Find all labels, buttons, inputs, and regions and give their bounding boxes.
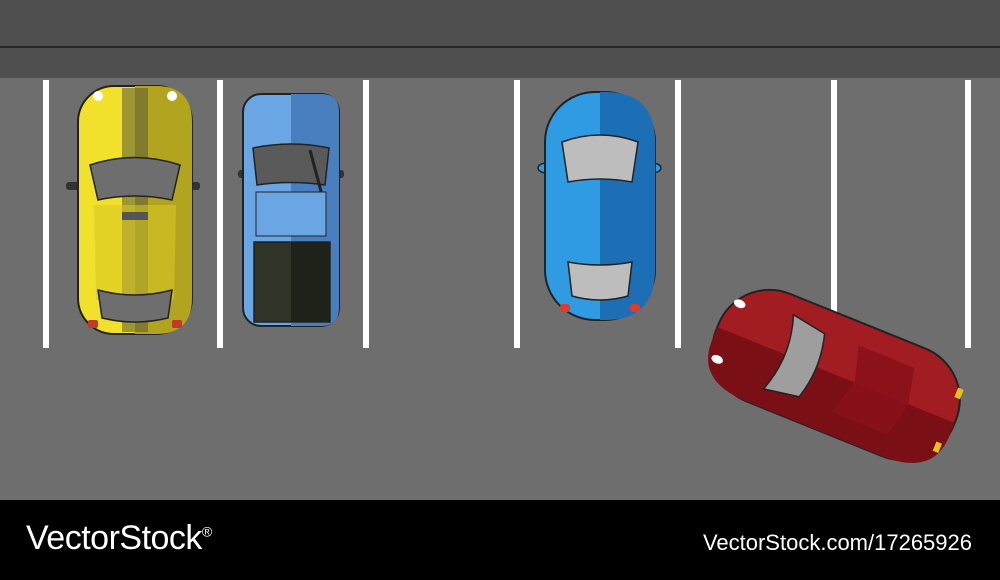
red-car bbox=[708, 288, 964, 463]
parking-line bbox=[514, 80, 520, 348]
parking-lot-scene bbox=[0, 0, 1000, 500]
parking-line bbox=[217, 80, 223, 348]
parking-line bbox=[965, 80, 971, 348]
vectorstock-logo: VectorStock® bbox=[26, 519, 212, 558]
yellow-car bbox=[66, 85, 200, 335]
parking-line bbox=[831, 80, 837, 348]
stock-id-text: VectorStock.com/17265926 bbox=[702, 530, 972, 555]
road-strip bbox=[0, 0, 1000, 78]
parking-line bbox=[43, 80, 49, 348]
parking-line bbox=[363, 80, 369, 348]
registered-mark: ® bbox=[201, 523, 212, 540]
watermark-footer bbox=[0, 500, 1000, 580]
road-lane-line bbox=[0, 46, 1000, 48]
parking-line bbox=[675, 80, 681, 348]
pickup-truck bbox=[238, 93, 344, 327]
brand-text: VectorStock bbox=[26, 519, 202, 557]
parking-lines bbox=[43, 80, 971, 348]
blue-car bbox=[537, 91, 662, 321]
